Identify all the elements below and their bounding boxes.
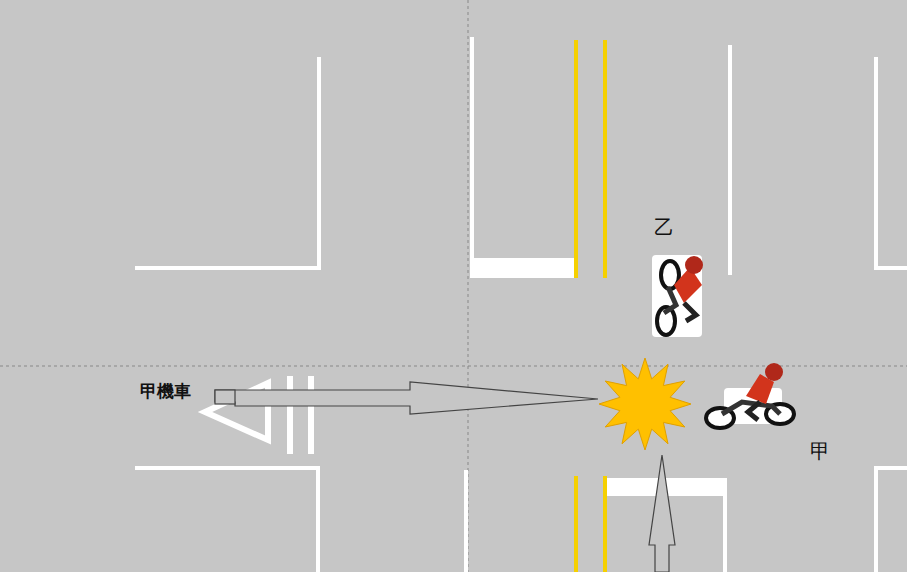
frame	[664, 287, 676, 313]
curb-line	[135, 57, 319, 268]
yellow-double-line	[576, 40, 605, 572]
arrow-tail-box	[215, 390, 235, 404]
collision-star	[599, 358, 691, 450]
road-bar-marking	[287, 376, 293, 454]
lane-lines	[135, 37, 907, 572]
helmet	[685, 256, 703, 274]
curb-line	[135, 468, 318, 572]
path-arrow	[649, 455, 675, 572]
lane-line	[464, 470, 468, 572]
stop-line	[472, 258, 576, 278]
yellow-line	[603, 476, 607, 572]
rider-leg	[748, 402, 760, 420]
figure-backing	[652, 255, 702, 337]
party-label: 甲	[810, 440, 830, 462]
party-label: 乙	[654, 216, 674, 238]
rider-leg	[684, 303, 696, 321]
vehicle-label: 甲機車	[140, 382, 191, 401]
road-bar-marking	[308, 376, 314, 454]
lane-line	[728, 45, 732, 275]
yellow-line	[603, 40, 607, 278]
curb-line	[876, 468, 907, 572]
yellow-line	[574, 476, 578, 572]
motorcycle-figure	[652, 255, 703, 337]
motorcycle-figure	[706, 363, 794, 428]
lane-line	[470, 37, 474, 278]
yellow-line	[574, 40, 578, 278]
path-arrow	[215, 382, 598, 414]
helmet	[765, 363, 783, 381]
curb-line	[876, 57, 907, 268]
